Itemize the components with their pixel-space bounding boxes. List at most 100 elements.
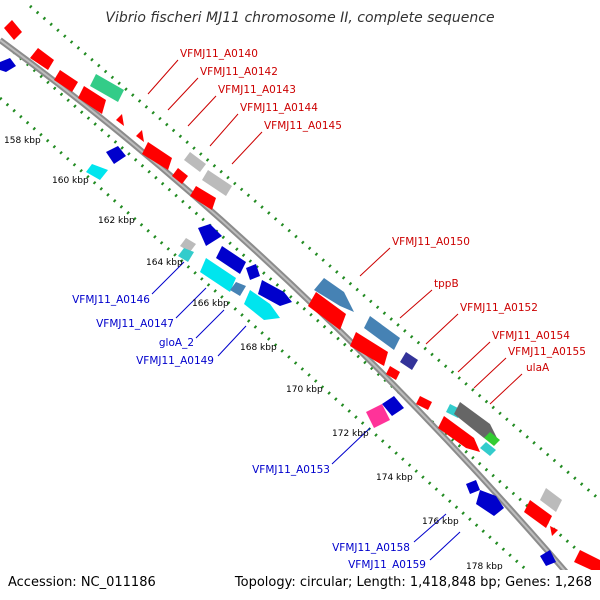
tick-label: 166 kbp bbox=[192, 299, 229, 309]
accession-text: Accession: NC_011186 bbox=[8, 575, 156, 590]
gene-forward[interactable] bbox=[574, 550, 600, 574]
gene-forward[interactable] bbox=[350, 332, 388, 366]
gene-reverse[interactable] bbox=[366, 404, 390, 428]
gene-reverse[interactable] bbox=[258, 280, 292, 306]
gene-label[interactable]: VFMJ11_A0146 bbox=[72, 294, 150, 306]
gene-forward[interactable] bbox=[480, 442, 496, 456]
gene-forward[interactable] bbox=[116, 114, 124, 126]
tick-label: 170 kbp bbox=[286, 385, 323, 395]
tick-label: 160 kbp bbox=[52, 176, 89, 186]
connector-VFMJ11_A0140 bbox=[147, 59, 179, 95]
gene-forward[interactable] bbox=[78, 86, 106, 114]
gene-reverse[interactable] bbox=[86, 164, 108, 180]
gene-forward[interactable] bbox=[524, 500, 552, 528]
gene-label[interactable]: VFMJ11_A0144 bbox=[240, 102, 318, 114]
gene-reverse[interactable] bbox=[230, 282, 246, 296]
chromosome-backbone-highlight bbox=[0, 39, 591, 600]
gene-reverse[interactable] bbox=[180, 238, 196, 252]
connector-ulaA bbox=[489, 373, 523, 405]
gene-reverse[interactable] bbox=[200, 258, 236, 292]
gene-label[interactable]: VFMJ11_A0155 bbox=[508, 346, 586, 358]
connector-VFMJ11_A0144 bbox=[209, 113, 239, 147]
connector-VFMJ11_A0142 bbox=[167, 77, 199, 111]
tick-guides bbox=[0, 4, 600, 600]
connector-VFMJ11_A0155 bbox=[473, 357, 507, 389]
forward-gene-labels: VFMJ11_A0140 VFMJ11_A0142 VFMJ11_A0143 V… bbox=[180, 48, 586, 374]
gene-forward[interactable] bbox=[314, 278, 354, 312]
gene-label[interactable]: VFMJ11_A0145 bbox=[264, 120, 342, 132]
gene-label[interactable]: VFMJ11_A0152 bbox=[460, 302, 538, 314]
connector-VFMJ11_A0153 bbox=[331, 427, 371, 465]
summary-text: Topology: circular; Length: 1,418,848 bp… bbox=[234, 575, 592, 590]
gene-forward[interactable] bbox=[438, 416, 480, 452]
gene-forward[interactable] bbox=[386, 366, 400, 380]
gene-forward[interactable] bbox=[54, 70, 78, 92]
gene-forward[interactable] bbox=[364, 316, 400, 350]
connector-VFMJ11_A0150 bbox=[359, 247, 391, 277]
reverse-genes bbox=[0, 58, 556, 566]
connector-VFMJ11_A0146 bbox=[151, 261, 185, 295]
gene-label[interactable]: VFMJ11_A0150 bbox=[392, 236, 470, 248]
gene-forward[interactable] bbox=[136, 130, 144, 142]
tick-label: 162 kbp bbox=[98, 216, 135, 226]
gene-label[interactable]: VFMJ11_A0140 bbox=[180, 48, 258, 60]
gene-reverse[interactable] bbox=[540, 550, 556, 566]
gene-forward[interactable] bbox=[454, 402, 498, 440]
connector-VFMJ11_A0147 bbox=[175, 287, 207, 319]
gene-reverse[interactable] bbox=[106, 146, 126, 164]
gene-label[interactable]: tppB bbox=[434, 278, 459, 290]
tick-label: 168 kbp bbox=[240, 343, 277, 353]
tick-label: 176 kbp bbox=[422, 517, 459, 527]
tick-label: 172 kbp bbox=[332, 429, 369, 439]
connector-VFMJ11_A0159 bbox=[429, 531, 461, 561]
connector-VFMJ11_A0158 bbox=[413, 513, 447, 543]
gene-reverse[interactable] bbox=[0, 58, 16, 72]
connector-VFMJ11_A0154 bbox=[457, 341, 491, 373]
gene-forward[interactable] bbox=[416, 396, 432, 410]
gene-reverse[interactable] bbox=[466, 480, 480, 494]
map-title: Vibrio fischeri MJ11 chromosome II, comp… bbox=[105, 10, 494, 26]
gene-forward-pseudo[interactable] bbox=[540, 488, 562, 512]
outer-dotted-line bbox=[29, 4, 600, 502]
gene-label[interactable]: VFMJ11_A0159 bbox=[348, 559, 426, 571]
gene-label[interactable]: VFMJ11_A0142 bbox=[200, 66, 278, 78]
gene-label[interactable]: VFMJ11_A0154 bbox=[492, 330, 570, 342]
gene-forward-rna[interactable] bbox=[90, 74, 124, 102]
gene-forward[interactable] bbox=[308, 292, 346, 330]
connector-VFMJ11_A0145 bbox=[231, 131, 263, 165]
gene-label[interactable]: VFMJ11_A0158 bbox=[332, 542, 410, 554]
gene-reverse[interactable] bbox=[476, 490, 504, 516]
tick-label: 178 kbp bbox=[466, 562, 503, 572]
forward-genes bbox=[4, 20, 600, 574]
gene-label[interactable]: VFMJ11_A0143 bbox=[218, 84, 296, 96]
gene-reverse[interactable] bbox=[216, 246, 246, 274]
inner-dotted-line bbox=[0, 96, 562, 600]
gene-label[interactable]: gloA_2 bbox=[159, 337, 194, 349]
gene-forward[interactable] bbox=[142, 142, 172, 170]
gene-reverse[interactable] bbox=[178, 248, 194, 262]
middle-dotted-line bbox=[0, 38, 600, 572]
gene-label[interactable]: ulaA bbox=[526, 362, 550, 374]
reverse-gene-labels: VFMJ11_A0146 VFMJ11_A0147 gloA_2 VFMJ11_… bbox=[72, 294, 426, 571]
gene-forward[interactable] bbox=[172, 168, 188, 184]
gene-forward-pseudo[interactable] bbox=[184, 152, 206, 172]
connector-gloA_2 bbox=[195, 309, 225, 339]
gene-forward[interactable] bbox=[550, 526, 558, 536]
gene-label[interactable]: VFMJ11_A0153 bbox=[252, 464, 330, 476]
gene-reverse[interactable] bbox=[198, 224, 222, 246]
gene-reverse[interactable] bbox=[246, 264, 260, 280]
gene-reverse[interactable] bbox=[382, 396, 404, 416]
gene-forward-rna[interactable] bbox=[484, 432, 500, 446]
gene-forward[interactable] bbox=[30, 48, 54, 70]
gene-forward[interactable] bbox=[4, 20, 22, 40]
gene-label[interactable]: VFMJ11_A0149 bbox=[136, 355, 214, 367]
tick-label: 158 kbp bbox=[4, 136, 41, 146]
tick-labels: 158 kbp 160 kbp 162 kbp 164 kbp 166 kbp … bbox=[4, 136, 503, 572]
gene-reverse[interactable] bbox=[244, 290, 280, 320]
gene-forward[interactable] bbox=[400, 352, 418, 370]
connector-VFMJ11_A0149 bbox=[217, 325, 247, 357]
gene-forward-pseudo[interactable] bbox=[202, 170, 232, 196]
gene-label[interactable]: VFMJ11_A0147 bbox=[96, 318, 174, 330]
gene-forward[interactable] bbox=[190, 186, 216, 210]
